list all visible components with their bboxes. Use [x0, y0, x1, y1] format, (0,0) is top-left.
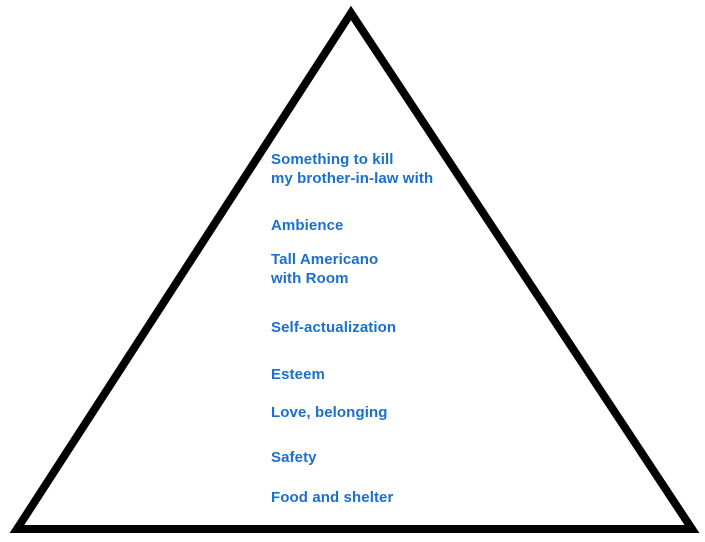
pyramid-label-food-shelter: Food and shelter — [271, 489, 394, 506]
pyramid-label-esteem: Esteem — [271, 366, 325, 383]
pyramid-label-love-belonging: Love, belonging — [271, 404, 388, 421]
pyramid-label-top: Something to kill my brother-in-law with — [271, 151, 434, 187]
pyramid-label-ambience: Ambience — [271, 217, 344, 234]
pyramid-label-tall-americano: Tall Americano with Room — [271, 251, 379, 287]
pyramid-label-self-actualization: Self-actualization — [271, 319, 397, 336]
triangle-shape — [9, 5, 700, 533]
pyramid-label-safety: Safety — [271, 449, 317, 466]
